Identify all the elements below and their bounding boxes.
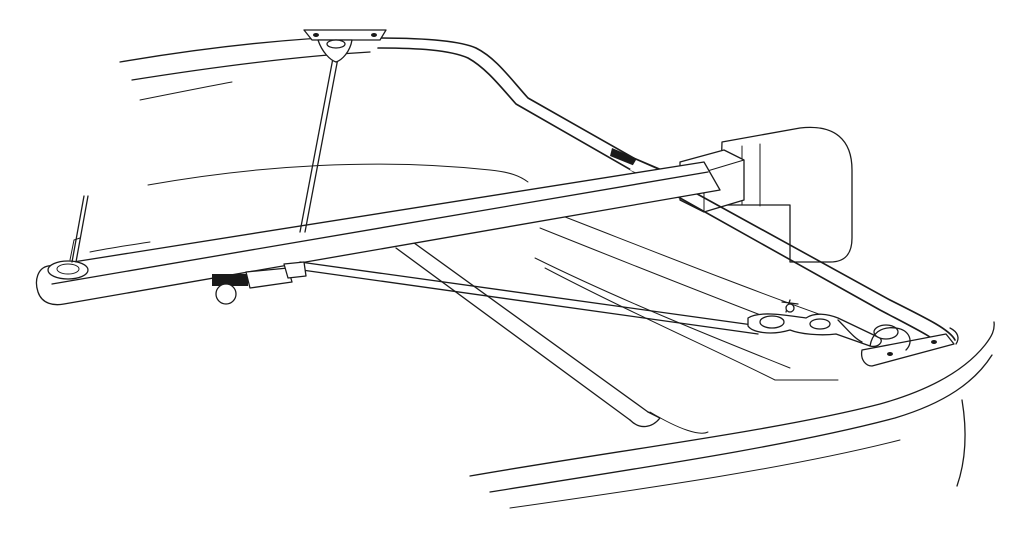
vertical-stay bbox=[69, 57, 339, 263]
boom-spar bbox=[35, 161, 721, 306]
snap-shackle bbox=[747, 299, 882, 348]
outboard-bracket bbox=[679, 126, 853, 263]
hull-gunwale bbox=[89, 35, 995, 509]
bow-eye-fitting bbox=[860, 324, 955, 367]
diagonal-stay bbox=[299, 261, 761, 335]
spar-clamp bbox=[212, 261, 307, 305]
masthead-fitting bbox=[303, 29, 387, 63]
